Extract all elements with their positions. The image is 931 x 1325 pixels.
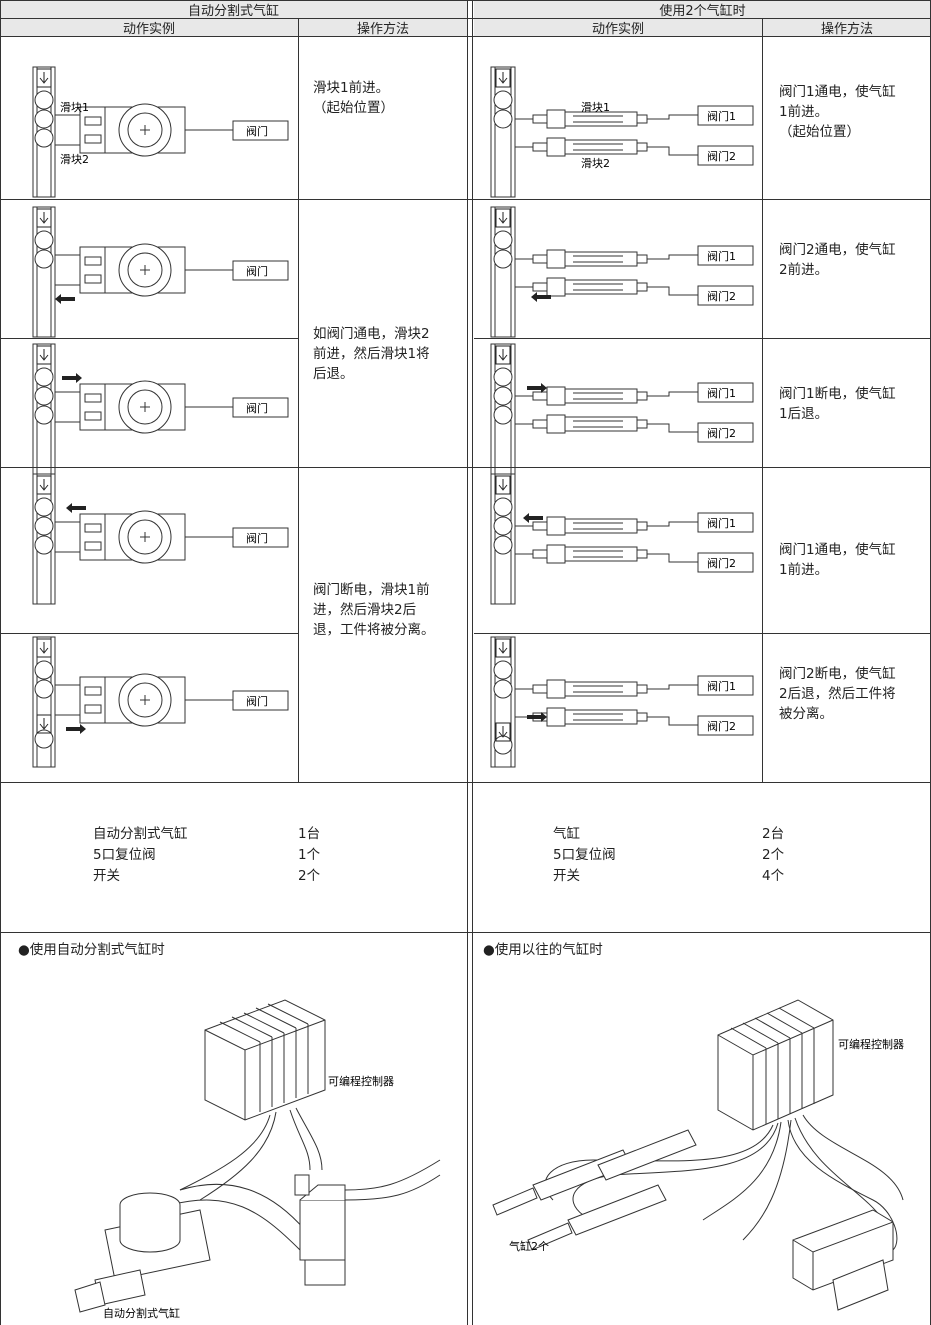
cylinder-label: 自动分割式气缸	[103, 1306, 180, 1320]
left-part-2-name: 5口复位阀	[93, 847, 156, 863]
right-part-2-name: 5口复位阀	[553, 847, 616, 863]
left-part-3-qty: 2个	[298, 868, 321, 884]
valve1-label: 阀门1	[707, 249, 736, 263]
right-col-method: 操作方法	[763, 19, 931, 37]
left-col-method: 操作方法	[299, 19, 467, 37]
right-method-2: 阀门2通电，使气缸 2前进。	[779, 242, 896, 278]
valve2-label: 阀门2	[707, 149, 736, 163]
right-part-1-qty: 2台	[762, 826, 785, 842]
slider1-label: 滑块1	[60, 101, 89, 114]
valve1-label: 阀门1	[707, 386, 736, 400]
valve1-label: 阀门1	[707, 679, 736, 693]
valve1-label: 阀门1	[707, 516, 736, 530]
right-part-3-qty: 4个	[762, 868, 785, 884]
left-method-3: 阀门断电，滑块1前 进，然后滑块2后 退，工件将被分离。	[313, 582, 435, 638]
slider1-label: 滑块1	[581, 101, 610, 114]
valve-label: 阀门	[246, 401, 268, 415]
right-system-illustration: 可编程控制器 气缸2个	[492, 999, 904, 1311]
plc-label: 可编程控制器	[838, 1037, 904, 1051]
left-diagrams: 滑块1 滑块2 阀门 阀门 阀门	[32, 66, 289, 768]
left-system-title: ●使用自动分割式气缸时	[18, 942, 165, 958]
left-method-1: 滑块1前进。 （起始位置）	[313, 80, 394, 116]
cylinder-label: 气缸2个	[509, 1239, 549, 1253]
right-system-title: ●使用以往的气缸时	[483, 942, 603, 958]
valve-label: 阀门	[246, 124, 268, 138]
left-part-1-qty: 1台	[298, 826, 321, 842]
valve1-label: 阀门1	[707, 109, 736, 123]
left-col-action: 动作实例	[0, 19, 298, 37]
left-part-3-name: 开关	[93, 868, 120, 884]
right-part-2-qty: 2个	[762, 847, 785, 863]
right-method-1: 阀门1通电，使气缸 1前进。 （起始位置）	[779, 84, 896, 140]
right-method-4: 阀门1通电，使气缸 1前进。	[779, 542, 896, 578]
valve-label: 阀门	[246, 531, 268, 545]
right-part-3-name: 开关	[553, 868, 580, 884]
slider2-label: 滑块2	[581, 157, 610, 170]
valve2-label: 阀门2	[707, 289, 736, 303]
right-title: 使用2个气缸时	[474, 0, 931, 19]
right-part-1-name: 气缸	[553, 826, 580, 842]
valve2-label: 阀门2	[707, 556, 736, 570]
left-part-2-qty: 1个	[298, 847, 321, 863]
plc-label: 可编程控制器	[328, 1074, 394, 1088]
right-method-5: 阀门2断电，使气缸 2后退，然后工件将 被分离。	[779, 666, 896, 722]
right-method-3: 阀门1断电，使气缸 1后退。	[779, 386, 896, 422]
left-system-illustration: 可编程控制器 自动分割式气缸	[74, 999, 441, 1320]
left-part-1-name: 自动分割式气缸	[93, 826, 188, 842]
left-title: 自动分割式气缸	[0, 0, 467, 19]
valve-label: 阀门	[246, 264, 268, 278]
valve-label: 阀门	[246, 694, 268, 708]
right-diagrams: 滑块1 滑块2 阀门1 阀门2 阀门1 阀门2 阀门1 阀门2	[490, 66, 762, 768]
valve2-label: 阀门2	[707, 426, 736, 440]
right-col-action: 动作实例	[474, 19, 762, 37]
left-method-2: 如阀门通电，滑块2 前进，然后滑块1将 后退。	[313, 326, 430, 382]
slider2-label: 滑块2	[60, 153, 89, 166]
valve2-label: 阀门2	[707, 719, 736, 733]
